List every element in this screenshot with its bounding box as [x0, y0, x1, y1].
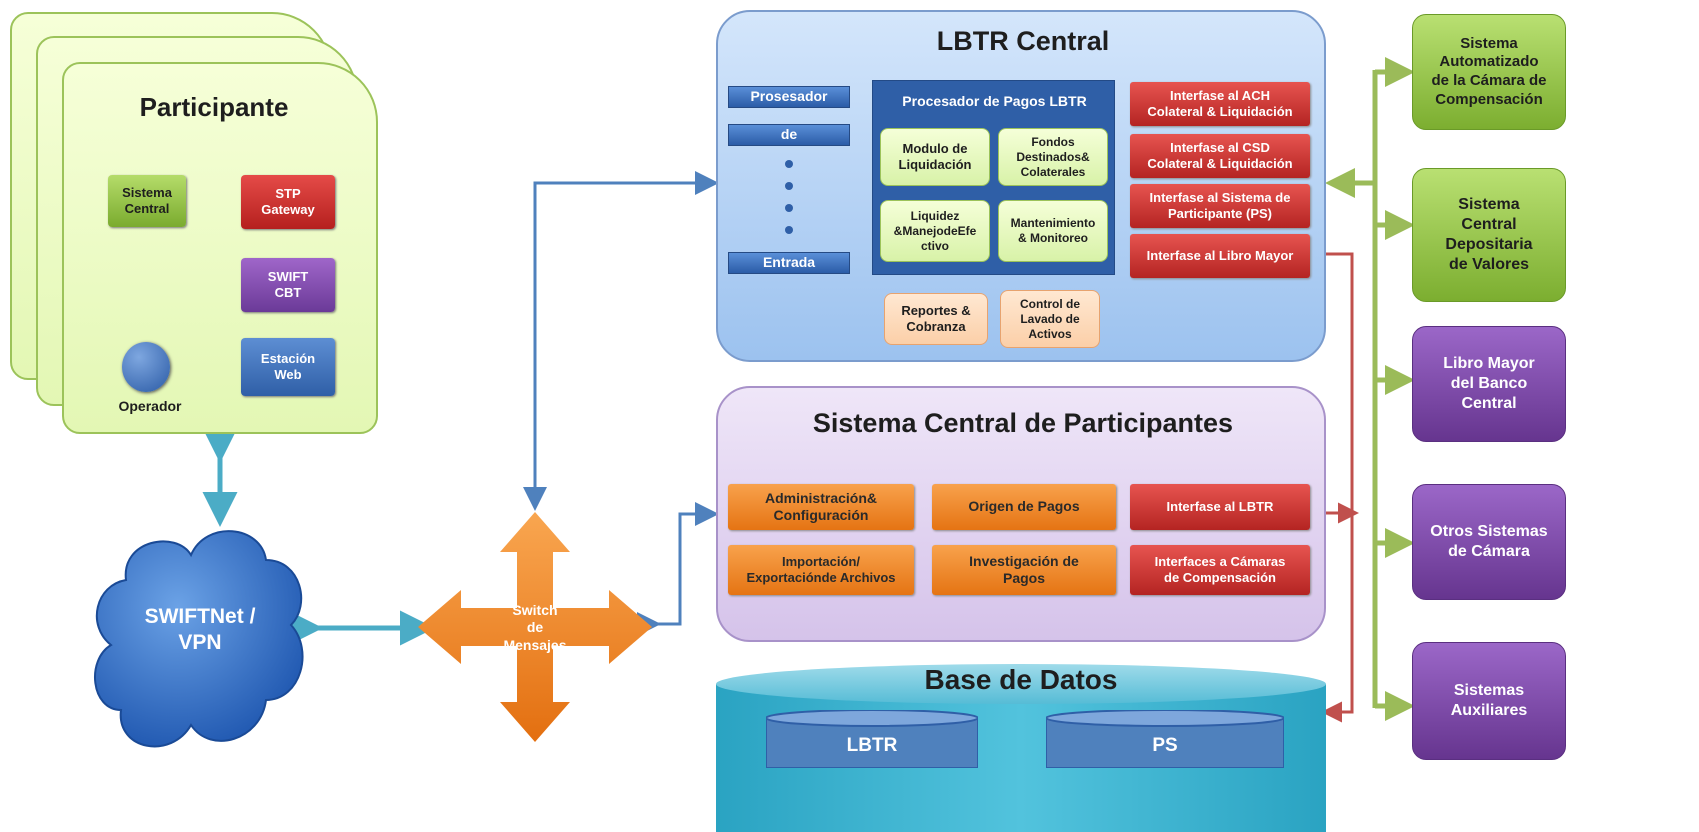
- ps-db-icon: [1046, 710, 1284, 768]
- lbtr-db-icon: [766, 710, 978, 768]
- prosesador-bar[interactable]: Prosesador: [728, 86, 850, 108]
- mantenimiento-label: Mantenimiento & Monitoreo: [1010, 216, 1096, 245]
- reportes-cobranza-label: Reportes & Cobranza: [901, 302, 971, 334]
- libro-mayor-banco-label: Libro Mayor del Banco Central: [1443, 355, 1535, 412]
- interfaces-camaras-label: Interfaces a Cámaras de Compensación: [1154, 553, 1286, 585]
- dot-1-icon: [785, 160, 793, 168]
- stp-gateway-label: STP Gateway: [261, 185, 315, 217]
- operador-label: Operador: [118, 398, 182, 415]
- modulo-liquidacion-label: Modulo de Liquidación: [898, 140, 972, 172]
- mantenimiento-box[interactable]: Mantenimiento & Monitoreo: [998, 200, 1108, 262]
- scp-title: Sistema Central de Participantes: [812, 408, 1234, 438]
- sistema-automatizado-box[interactable]: Sistema Automatizado de la Cámara de Com…: [1412, 14, 1566, 130]
- sistema-central-depositaria-label: Sistema Central Depositaria de Valores: [1445, 196, 1533, 273]
- swiftnet-cloud-icon[interactable]: [86, 510, 314, 766]
- liquidez-box[interactable]: Liquidez &ManejodeEfe ctivo: [880, 200, 990, 262]
- procesador-pagos-title: Procesador de Pagos LBTR: [902, 93, 1087, 110]
- sistema-automatizado-label: Sistema Automatizado de la Cámara de Com…: [1431, 34, 1547, 108]
- otros-sistemas-camara-box[interactable]: Otros Sistemas de Cámara: [1412, 484, 1566, 600]
- liquidez-label: Liquidez &ManejodeEfe ctivo: [893, 208, 977, 253]
- interfase-lbtr-box[interactable]: Interfase al LBTR: [1130, 484, 1310, 530]
- swiftnet-label: SWIFTNet / VPN: [144, 604, 256, 654]
- origen-pagos-label: Origen de Pagos: [968, 498, 1080, 515]
- interfase-ps-label: Interfase al Sistema de Participante (PS…: [1149, 189, 1291, 221]
- sistemas-auxiliares-box[interactable]: Sistemas Auxiliares: [1412, 642, 1566, 760]
- dot-2-icon: [785, 182, 793, 190]
- lbtr-central-title: LBTR Central: [936, 26, 1110, 56]
- interfase-csd-box[interactable]: Interfase al CSD Colateral & Liquidación: [1130, 134, 1310, 178]
- lbtr-db-label: LBTR: [846, 735, 898, 757]
- origen-pagos-box[interactable]: Origen de Pagos: [932, 484, 1116, 530]
- dot-3-icon: [785, 204, 793, 212]
- interfase-libro-mayor-box[interactable]: Interfase al Libro Mayor: [1130, 234, 1310, 278]
- entrada-label: Entrada: [762, 254, 816, 271]
- operador-avatar-icon[interactable]: [122, 342, 170, 392]
- sistema-central-label: Sistema Central: [122, 184, 172, 216]
- sistema-central-depositaria-box[interactable]: Sistema Central Depositaria de Valores: [1412, 168, 1566, 302]
- interfase-ach-label: Interfase al ACH Colateral & Liquidación: [1147, 87, 1293, 119]
- importacion-label: Importación/ Exportaciónde Archivos: [746, 553, 896, 585]
- sistema-central-button[interactable]: Sistema Central: [108, 175, 186, 227]
- libro-mayor-banco-box[interactable]: Libro Mayor del Banco Central: [1412, 326, 1566, 442]
- participante-title: Participante: [139, 92, 289, 122]
- switch-label: Switch de Mensajes: [503, 601, 567, 653]
- interfase-libro-mayor-label: Interfase al Libro Mayor: [1146, 247, 1294, 263]
- de-bar[interactable]: de: [728, 124, 850, 146]
- switch-arrows-icon[interactable]: [418, 512, 652, 742]
- green-bus: [1325, 57, 1415, 721]
- reportes-cobranza-box[interactable]: Reportes & Cobranza: [884, 293, 988, 345]
- fondos-destinados-box[interactable]: Fondos Destinados& Colaterales: [998, 128, 1108, 186]
- administracion-box[interactable]: Administración& Configuración: [728, 484, 914, 530]
- sistemas-auxiliares-label: Sistemas Auxiliares: [1450, 682, 1528, 719]
- interfase-lbtr-label: Interfase al LBTR: [1166, 498, 1274, 514]
- swift-cbt-label: SWIFT CBT: [267, 268, 309, 300]
- estacion-web-button[interactable]: Estación Web: [241, 338, 335, 396]
- fondos-destinados-label: Fondos Destinados& Colaterales: [1016, 134, 1090, 179]
- control-lavado-box[interactable]: Control de Lavado de Activos: [1000, 290, 1100, 348]
- base-datos-title: Base de Datos: [924, 664, 1118, 695]
- administracion-label: Administración& Configuración: [764, 489, 877, 524]
- prosesador-label: Prosesador: [750, 88, 828, 105]
- switch-to-lbtr-arrow: [523, 171, 719, 511]
- interfaces-camaras-box[interactable]: Interfaces a Cámaras de Compensación: [1130, 545, 1310, 595]
- swift-cbt-button[interactable]: SWIFT CBT: [241, 258, 335, 312]
- entrada-bar[interactable]: Entrada: [728, 252, 850, 274]
- dot-4-icon: [785, 226, 793, 234]
- de-label: de: [780, 126, 798, 143]
- interfase-ach-box[interactable]: Interfase al ACH Colateral & Liquidación: [1130, 82, 1310, 126]
- switch-to-scp-arrow: [637, 502, 719, 636]
- interfase-csd-label: Interfase al CSD Colateral & Liquidación: [1147, 139, 1293, 171]
- interfase-ps-box[interactable]: Interfase al Sistema de Participante (PS…: [1130, 184, 1310, 228]
- investigacion-box[interactable]: Investigación de Pagos: [932, 545, 1116, 595]
- stp-gateway-button[interactable]: STP Gateway: [241, 175, 335, 229]
- ps-db-label: PS: [1152, 735, 1178, 757]
- control-lavado-label: Control de Lavado de Activos: [1020, 296, 1080, 341]
- importacion-box[interactable]: Importación/ Exportaciónde Archivos: [728, 545, 914, 595]
- otros-sistemas-camara-label: Otros Sistemas de Cámara: [1430, 523, 1548, 560]
- estacion-web-label: Estación Web: [260, 350, 316, 382]
- investigacion-label: Investigación de Pagos: [969, 552, 1079, 587]
- modulo-liquidacion-box[interactable]: Modulo de Liquidación: [880, 128, 990, 186]
